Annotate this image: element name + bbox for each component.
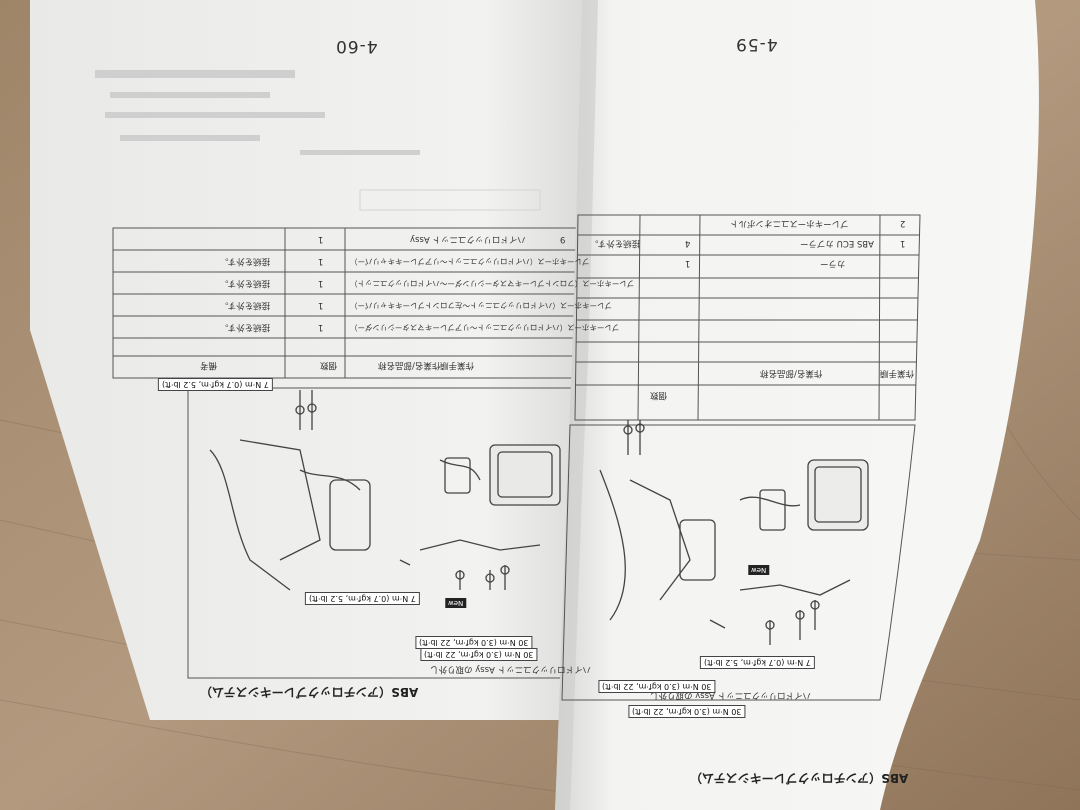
right-table-row-3-name: カラー xyxy=(820,258,846,268)
right-table-header-name: 作業名/部品名称 xyxy=(760,368,823,378)
left-table-header-step: 作業手順 xyxy=(440,360,475,370)
right-table-row-1-note: 接続を外す。 xyxy=(590,238,641,248)
left-table-row-5-note: 接続を外す。 xyxy=(220,322,271,332)
left-table-row-5-name: ブレーキホース（ハイドロリックユニット〜リアブレーキマスターシリンダー） xyxy=(350,323,620,332)
right-torque-spec-1: 7 N·m (0.7 kgf·m, 5.2 lb·ft) xyxy=(700,656,815,669)
left-table-row-4-note: 接続を外す。 xyxy=(220,300,271,310)
left-new-badge: New xyxy=(445,598,467,608)
right-page-sheet xyxy=(555,0,1039,810)
right-page-number: 4-59 xyxy=(735,34,778,54)
right-table-header-qty: 個数 xyxy=(650,390,668,400)
show-through-text xyxy=(95,70,541,211)
right-page-diagram xyxy=(599,420,869,645)
right-table-header-step: 作業手順 xyxy=(880,368,915,378)
page-gutter-shadow xyxy=(555,0,598,810)
left-table-row-3-note: 接続を外す。 xyxy=(220,278,271,288)
left-table-row-2-note: 接続を外す。 xyxy=(220,256,271,266)
right-table-row-1-name: ABS ECU カプラー xyxy=(800,238,874,248)
left-table-row-3-name: ブレーキホース（フロントブレーキマスターシリンダー〜ハイドロリックユニット） xyxy=(350,279,635,288)
left-table-row-4-qty: 1 xyxy=(318,300,324,310)
right-table-row-1-no: 1 xyxy=(900,238,906,248)
left-table-header-name: 作業名/部品名称 xyxy=(378,360,441,370)
left-table-row-2-name: ブレーキホース（ハイドロリックユニット〜リアブレーキキャリパー） xyxy=(350,257,590,266)
right-table-row-2-qty: 4 xyxy=(685,238,691,248)
left-table-row-5-qty: 1 xyxy=(318,322,324,332)
left-table-row-4-name: ブレーキホース（ハイドロリックユニット〜左フロントブレーキキャリパー） xyxy=(350,301,612,310)
left-table-header-qty: 個数 xyxy=(320,360,338,370)
left-table-header-note: 備考 xyxy=(200,360,218,370)
left-page-number: 4-60 xyxy=(335,36,378,56)
left-torque-spec-1: 7 N·m (0.7 kgf·m, 5.2 lb·ft) xyxy=(158,378,273,391)
left-page-section-title: ABS（アンチロックブレーキシステム） xyxy=(200,685,419,699)
right-torque-spec-3: 30 N·m (3.0 kgf·m, 22 lb·ft) xyxy=(598,680,716,693)
left-torque-spec-4: 30 N·m (3.0 kgf·m, 22 lb·ft) xyxy=(420,648,538,661)
left-table-row-1-no: 9 xyxy=(560,234,566,244)
left-table-row-1-qty: 1 xyxy=(318,234,324,244)
left-table-row-1-name: ハイドロリックユニット Assy xyxy=(410,234,526,244)
left-page-sheet xyxy=(30,0,598,720)
left-page-diagram xyxy=(209,390,561,591)
right-table-row-1-qty: 1 xyxy=(685,258,691,268)
right-table-row-2-name: ブレーキホースユニオンボルト xyxy=(730,218,849,228)
right-page-section-title: ABS（アンチロックブレーキシステム） xyxy=(690,771,909,785)
right-new-badge: New xyxy=(748,565,770,575)
right-page-diagram-frame xyxy=(561,424,916,701)
left-torque-spec-2: 7 N·m (0.7 kgf·m, 5.2 lb·ft) xyxy=(305,592,420,605)
left-table-row-3-qty: 1 xyxy=(318,278,324,288)
left-table-row-2-qty: 1 xyxy=(318,256,324,266)
left-page-subtitle: ハイドロリックユニット Assy の取り外し xyxy=(430,664,591,674)
right-table-row-2-no: 2 xyxy=(900,218,906,228)
right-page-table-grid xyxy=(574,214,921,421)
right-torque-spec-2: 30 N·m (3.0 kgf·m, 22 lb·ft) xyxy=(628,705,746,718)
